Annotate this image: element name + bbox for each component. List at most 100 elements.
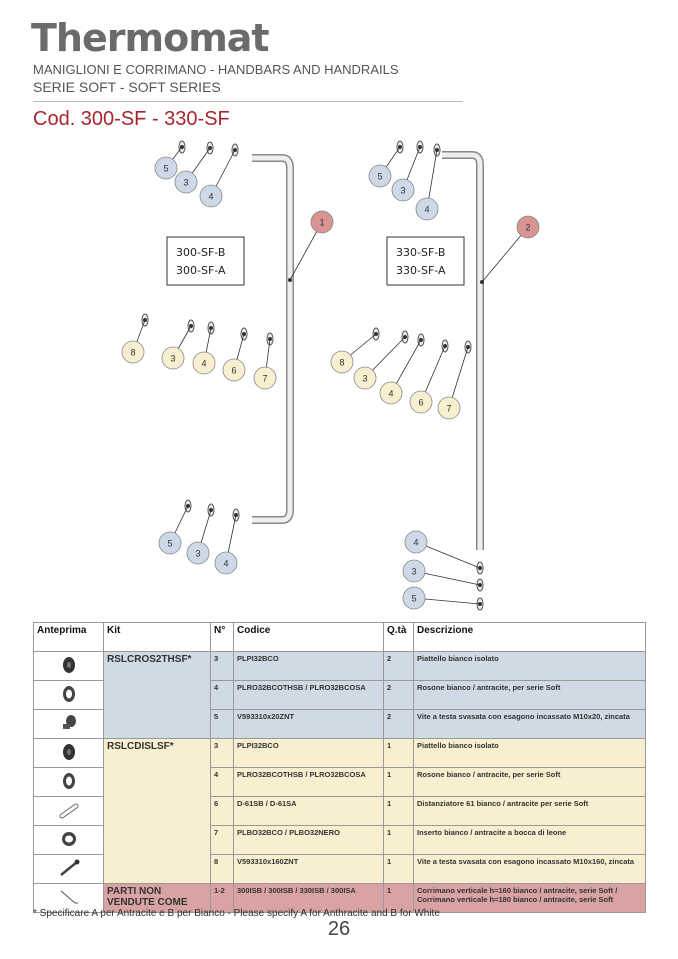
parts-table: Anteprima Kit N° Codice Q.tà Descrizione… (33, 622, 646, 913)
page-number: 26 (327, 918, 351, 940)
callout-bubble: 7 (437, 345, 470, 420)
callout-bubble: 4 (379, 338, 423, 405)
description-cell: Piattello bianco isolato (413, 738, 646, 768)
qty-cell: 1 (383, 796, 414, 826)
callout-bubble: 6 (222, 332, 246, 382)
qty-cell: 1 (383, 883, 414, 913)
description-cell: Distanziatore 61 bianco / antracite per … (413, 796, 646, 826)
preview-cell (33, 680, 104, 710)
dish-icon (62, 744, 75, 760)
qty-cell: 2 (383, 709, 414, 739)
callout-bubble: 7 (253, 337, 277, 390)
header-description: Descrizione (413, 622, 646, 652)
callout-bubble: 4 (199, 148, 237, 208)
callout-label: 3 (362, 374, 367, 384)
header-number: N° (210, 622, 234, 652)
callout-bubble: 5 (154, 145, 184, 180)
number-cell: 4 (210, 767, 234, 797)
description-cell: Corrimano verticale h=160 bianco / antra… (413, 883, 646, 913)
callout-label: 5 (163, 164, 168, 174)
preview-cell (33, 651, 104, 681)
rosette-icon (62, 773, 75, 789)
dish-icon (62, 657, 75, 673)
callout-bubble: 6 (409, 344, 447, 414)
header-kit: Kit (103, 622, 211, 652)
category-subtitle: MANIGLIONI E CORRIMANO - HANDBARS AND HA… (33, 62, 399, 77)
code-cell: PLRO32BCOTHSB / PLRO32BCOSA (233, 680, 384, 710)
callout-label: 4 (208, 192, 213, 202)
callout-label: 5 (377, 172, 382, 182)
callout-label: 7 (446, 404, 451, 414)
header-preview: Anteprima (33, 622, 104, 652)
preview-cell (33, 709, 104, 739)
callout-bubble: 3 (186, 508, 213, 565)
callout-bubble: 3 (402, 559, 482, 587)
preview-cell (33, 796, 104, 826)
description-cell: Vite a testa svasata con esagono incassa… (413, 854, 646, 884)
description-cell: Rosone bianco / antracite, per serie Sof… (413, 767, 646, 797)
preview-cell (33, 825, 104, 855)
code-cell: D-61SB / D-61SA (233, 796, 384, 826)
header-qty: Q.tà (383, 622, 414, 652)
number-cell: 5 (210, 709, 234, 739)
callout-bubble: 4 (415, 148, 439, 221)
callout-label: 8 (130, 348, 135, 358)
callout-label: 8 (339, 358, 344, 368)
callout-bubble: 3 (391, 145, 422, 202)
callout-bubble: 2 (480, 215, 540, 284)
kit-cell: RSLCDISLSF* (103, 738, 211, 884)
callout-label: 5 (167, 539, 172, 549)
number-cell: 6 (210, 796, 234, 826)
callout-label: 7 (262, 374, 267, 384)
callout-bubble: 3 (161, 324, 193, 370)
callout-label: 6 (418, 398, 423, 408)
description-cell: Vite a testa svasata con esagono incassa… (413, 709, 646, 739)
callout-bubble: 5 (368, 145, 402, 188)
model-code: 330-SF-A (396, 264, 446, 277)
callout-label: 4 (413, 538, 418, 548)
code-cell: PLPI32BCO (233, 738, 384, 768)
preview-cell (33, 883, 104, 913)
callout-label: 2 (525, 223, 530, 233)
preview-cell (33, 854, 104, 884)
callout-bubble: 8 (121, 318, 147, 364)
callout-bubble: 4 (404, 530, 482, 570)
callout-label: 6 (231, 366, 236, 376)
screw-icon (62, 715, 76, 729)
rosette-icon (62, 686, 75, 702)
callout-label: 5 (411, 594, 416, 604)
divider (33, 101, 463, 102)
code-cell: V593310x160ZNT (233, 854, 384, 884)
qty-cell: 2 (383, 651, 414, 681)
callout-label: 4 (424, 205, 429, 215)
callout-bubble: 5 (402, 586, 482, 610)
description-cell: Piattello bianco isolato (413, 651, 646, 681)
description-cell: Inserto bianco / antracite a bocca di le… (413, 825, 646, 855)
number-cell: 8 (210, 854, 234, 884)
callout-bubble: 1 (288, 210, 334, 282)
number-cell: 4 (210, 680, 234, 710)
model-code: 300-SF-B (176, 246, 225, 259)
model-code-box (386, 236, 465, 286)
model-code: 330-SF-B (396, 246, 445, 259)
long-screw-icon (59, 859, 79, 876)
preview-cell (33, 738, 104, 768)
model-code-box (166, 236, 245, 286)
series-subtitle: SERIE SOFT - SOFT SERIES (33, 79, 221, 95)
callout-label: 4 (201, 359, 206, 369)
header-code: Codice (233, 622, 384, 652)
callout-label: 3 (170, 354, 175, 364)
number-cell: 3 (210, 651, 234, 681)
thermomat-logo: Thermomat (31, 16, 270, 60)
callout-bubble: 5 (158, 504, 190, 555)
number-cell: 7 (210, 825, 234, 855)
handrail-bar (442, 151, 484, 550)
insert-icon (61, 832, 76, 846)
footnote: * Specificare A per Antracite e B per Bi… (33, 908, 440, 919)
qty-cell: 1 (383, 825, 414, 855)
